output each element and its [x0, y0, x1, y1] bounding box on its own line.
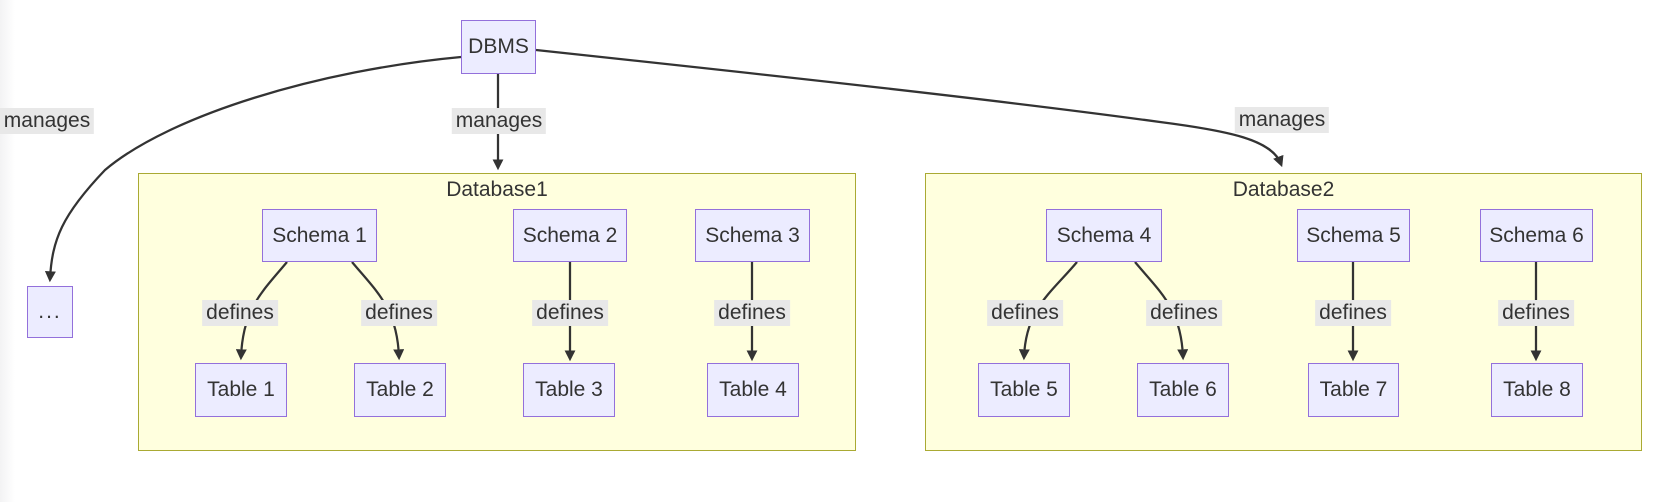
node-dbms: DBMS: [461, 20, 536, 74]
edge-label-defines-2: defines: [361, 300, 437, 326]
edge-label-defines-4: defines: [714, 300, 790, 326]
node-schema-2: Schema 2: [513, 209, 627, 262]
node-table-5: Table 5: [978, 363, 1070, 417]
edge-label-defines-5: defines: [987, 300, 1063, 326]
edge-label-defines-1: defines: [202, 300, 278, 326]
node-schema-6: Schema 6: [1480, 209, 1593, 262]
node-table-3: Table 3: [523, 363, 615, 417]
edge-label-defines-6: defines: [1146, 300, 1222, 326]
node-schema-5: Schema 5: [1297, 209, 1410, 262]
edge-label-defines-8: defines: [1498, 300, 1574, 326]
node-table-7: Table 7: [1308, 363, 1399, 417]
edge-label-defines-3: defines: [532, 300, 608, 326]
node-table-8: Table 8: [1491, 363, 1583, 417]
node-table-6: Table 6: [1137, 363, 1229, 417]
node-table-1: Table 1: [195, 363, 287, 417]
edge-dbms-database2: [535, 48, 1284, 168]
node-schema-3: Schema 3: [695, 209, 810, 262]
node-schema-1: Schema 1: [262, 209, 377, 262]
edge-label-manages-database2: manages: [1234, 107, 1330, 133]
node-table-4: Table 4: [707, 363, 799, 417]
edge-label-manages-ellipsis: manages: [0, 108, 95, 134]
edge-label-defines-7: defines: [1315, 300, 1391, 326]
node-schema-4: Schema 4: [1046, 209, 1162, 262]
cluster-database2-title: Database2: [1232, 178, 1335, 201]
node-table-2: Table 2: [354, 363, 446, 417]
node-ellipsis: ...: [27, 286, 73, 338]
cluster-database1-title: Database1: [446, 178, 548, 201]
edge-dbms-ellipsis: [44, 55, 462, 283]
edge-label-manages-database1: manages: [451, 108, 547, 134]
